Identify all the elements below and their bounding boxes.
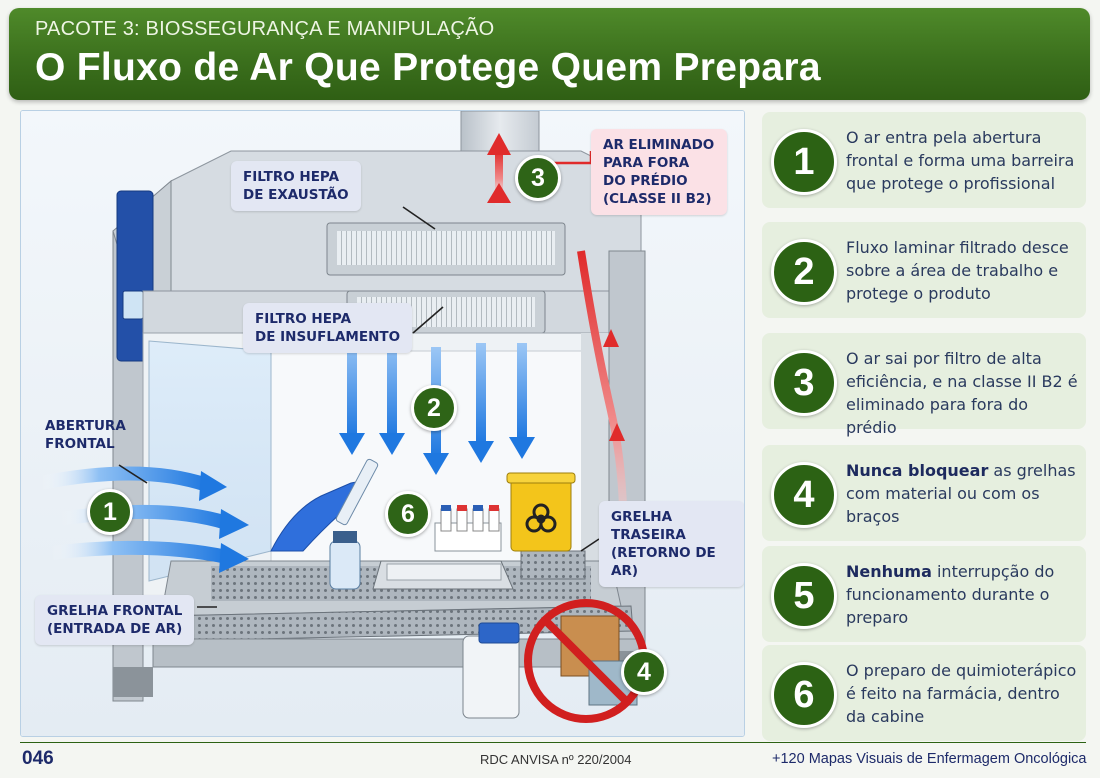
supply-filter-label-line2: DE INSUFLAMENTO (255, 329, 401, 345)
step-text: Nunca bloquear as grelhas com material o… (846, 459, 1082, 528)
diagram-badge-3: 3 (515, 155, 561, 201)
step-card-1: 1 O ar entra pela abertura frontal e for… (762, 112, 1086, 208)
step-body: O preparo de quimioterápico é feito na f… (846, 661, 1077, 726)
step-number-badge: 1 (771, 129, 837, 195)
header-banner: PACOTE 3: BIOSSEGURANÇA E MANIPULAÇÃO O … (9, 8, 1090, 100)
header-kicker: PACOTE 3: BIOSSEGURANÇA E MANIPULAÇÃO (35, 18, 495, 40)
step-body: interrupção do funcionamento durante o p… (846, 562, 1055, 627)
cabinet-illustration: FILTRO HEPA DE EXAUSTÃO FILTRO HEPA DE I… (20, 110, 745, 737)
page-number: 046 (22, 748, 54, 769)
step-number-badge: 6 (771, 662, 837, 728)
front-grille-line1: GRELHA FRONTAL (47, 603, 183, 619)
front-opening-line1: ABERTURA (45, 418, 126, 434)
step-number-badge: 2 (771, 239, 837, 305)
supply-filter-label-line1: FILTRO HEPA (255, 311, 352, 327)
footer-divider (20, 742, 1086, 743)
step-card-4: 4 Nunca bloquear as grelhas com material… (762, 445, 1086, 541)
step-body: O ar entra pela abertura frontal e forma… (846, 128, 1075, 193)
step-body: Fluxo laminar filtrado desce sobre a áre… (846, 238, 1069, 303)
step-number-badge: 4 (771, 462, 837, 528)
supply-filter-label: FILTRO HEPA DE INSUFLAMENTO (243, 303, 413, 353)
rear-grille-label: GRELHA TRASEIRA (RETORNO DE AR) (599, 501, 744, 587)
step-text: Nenhuma interrupção do funcionamento dur… (846, 560, 1082, 629)
exhaust-out-line3: DO PRÉDIO (603, 173, 688, 189)
rear-grille-line2: (RETORNO DE AR) (611, 545, 716, 579)
step-body: as grelhas com material ou com os braços (846, 461, 1076, 526)
step-card-5: 5 Nenhuma interrupção do funcionamento d… (762, 546, 1086, 642)
page-title: O Fluxo de Ar Que Protege Quem Prepara (35, 46, 821, 89)
step-text: O ar sai por filtro de alta eficiência, … (846, 347, 1082, 439)
exhaust-filter-label: FILTRO HEPA DE EXAUSTÃO (231, 161, 361, 211)
front-grille-line2: (ENTRADA DE AR) (47, 621, 183, 637)
diagram-badge-1: 1 (87, 489, 133, 535)
diagram-badge-4: 4 (621, 649, 667, 695)
step-number-badge: 5 (771, 563, 837, 629)
rear-grille-shape (520, 550, 586, 580)
vial (329, 540, 361, 590)
footer-reference: RDC ANVISA nº 220/2004 (480, 752, 632, 767)
step-body: O ar sai por filtro de alta eficiência, … (846, 349, 1078, 437)
exhaust-filter-label-line2: DE EXAUSTÃO (243, 187, 349, 203)
exhaust-out-line2: PARA FORA (603, 155, 690, 171)
step-card-2: 2 Fluxo laminar filtrado desce sobre a á… (762, 222, 1086, 318)
step-number-badge: 3 (771, 350, 837, 416)
step-text: O preparo de quimioterápico é feito na f… (846, 659, 1082, 728)
exhaust-out-label: AR ELIMINADO PARA FORA DO PRÉDIO (CLASSE… (591, 129, 727, 215)
footer-series: +120 Mapas Visuais de Enfermagem Oncológ… (772, 751, 1087, 767)
syringe (335, 458, 379, 526)
step-card-6: 6 O preparo de quimioterápico é feito na… (762, 645, 1086, 741)
step-bold: Nenhuma (846, 562, 932, 581)
exhaust-filter-label-line1: FILTRO HEPA (243, 169, 340, 185)
diagram-badge-6: 6 (385, 491, 431, 537)
exhaust-out-line4: (CLASSE II B2) (603, 191, 712, 207)
front-opening-line2: FRONTAL (45, 436, 115, 452)
detergent-bottle (462, 635, 520, 719)
control-display (122, 290, 144, 320)
step-text: O ar entra pela abertura frontal e forma… (846, 126, 1082, 195)
front-opening-label: ABERTURA FRONTAL (45, 417, 126, 453)
rear-grille-line1: GRELHA TRASEIRA (611, 509, 686, 543)
step-text: Fluxo laminar filtrado desce sobre a áre… (846, 236, 1082, 305)
step-bold: Nunca bloquear (846, 461, 989, 480)
step-card-3: 3 O ar sai por filtro de alta eficiência… (762, 333, 1086, 437)
front-grille-label: GRELHA FRONTAL (ENTRADA DE AR) (35, 595, 195, 645)
diagram-badge-2: 2 (411, 385, 457, 431)
exhaust-out-line1: AR ELIMINADO (603, 137, 715, 153)
biohazard-icon (525, 503, 557, 533)
